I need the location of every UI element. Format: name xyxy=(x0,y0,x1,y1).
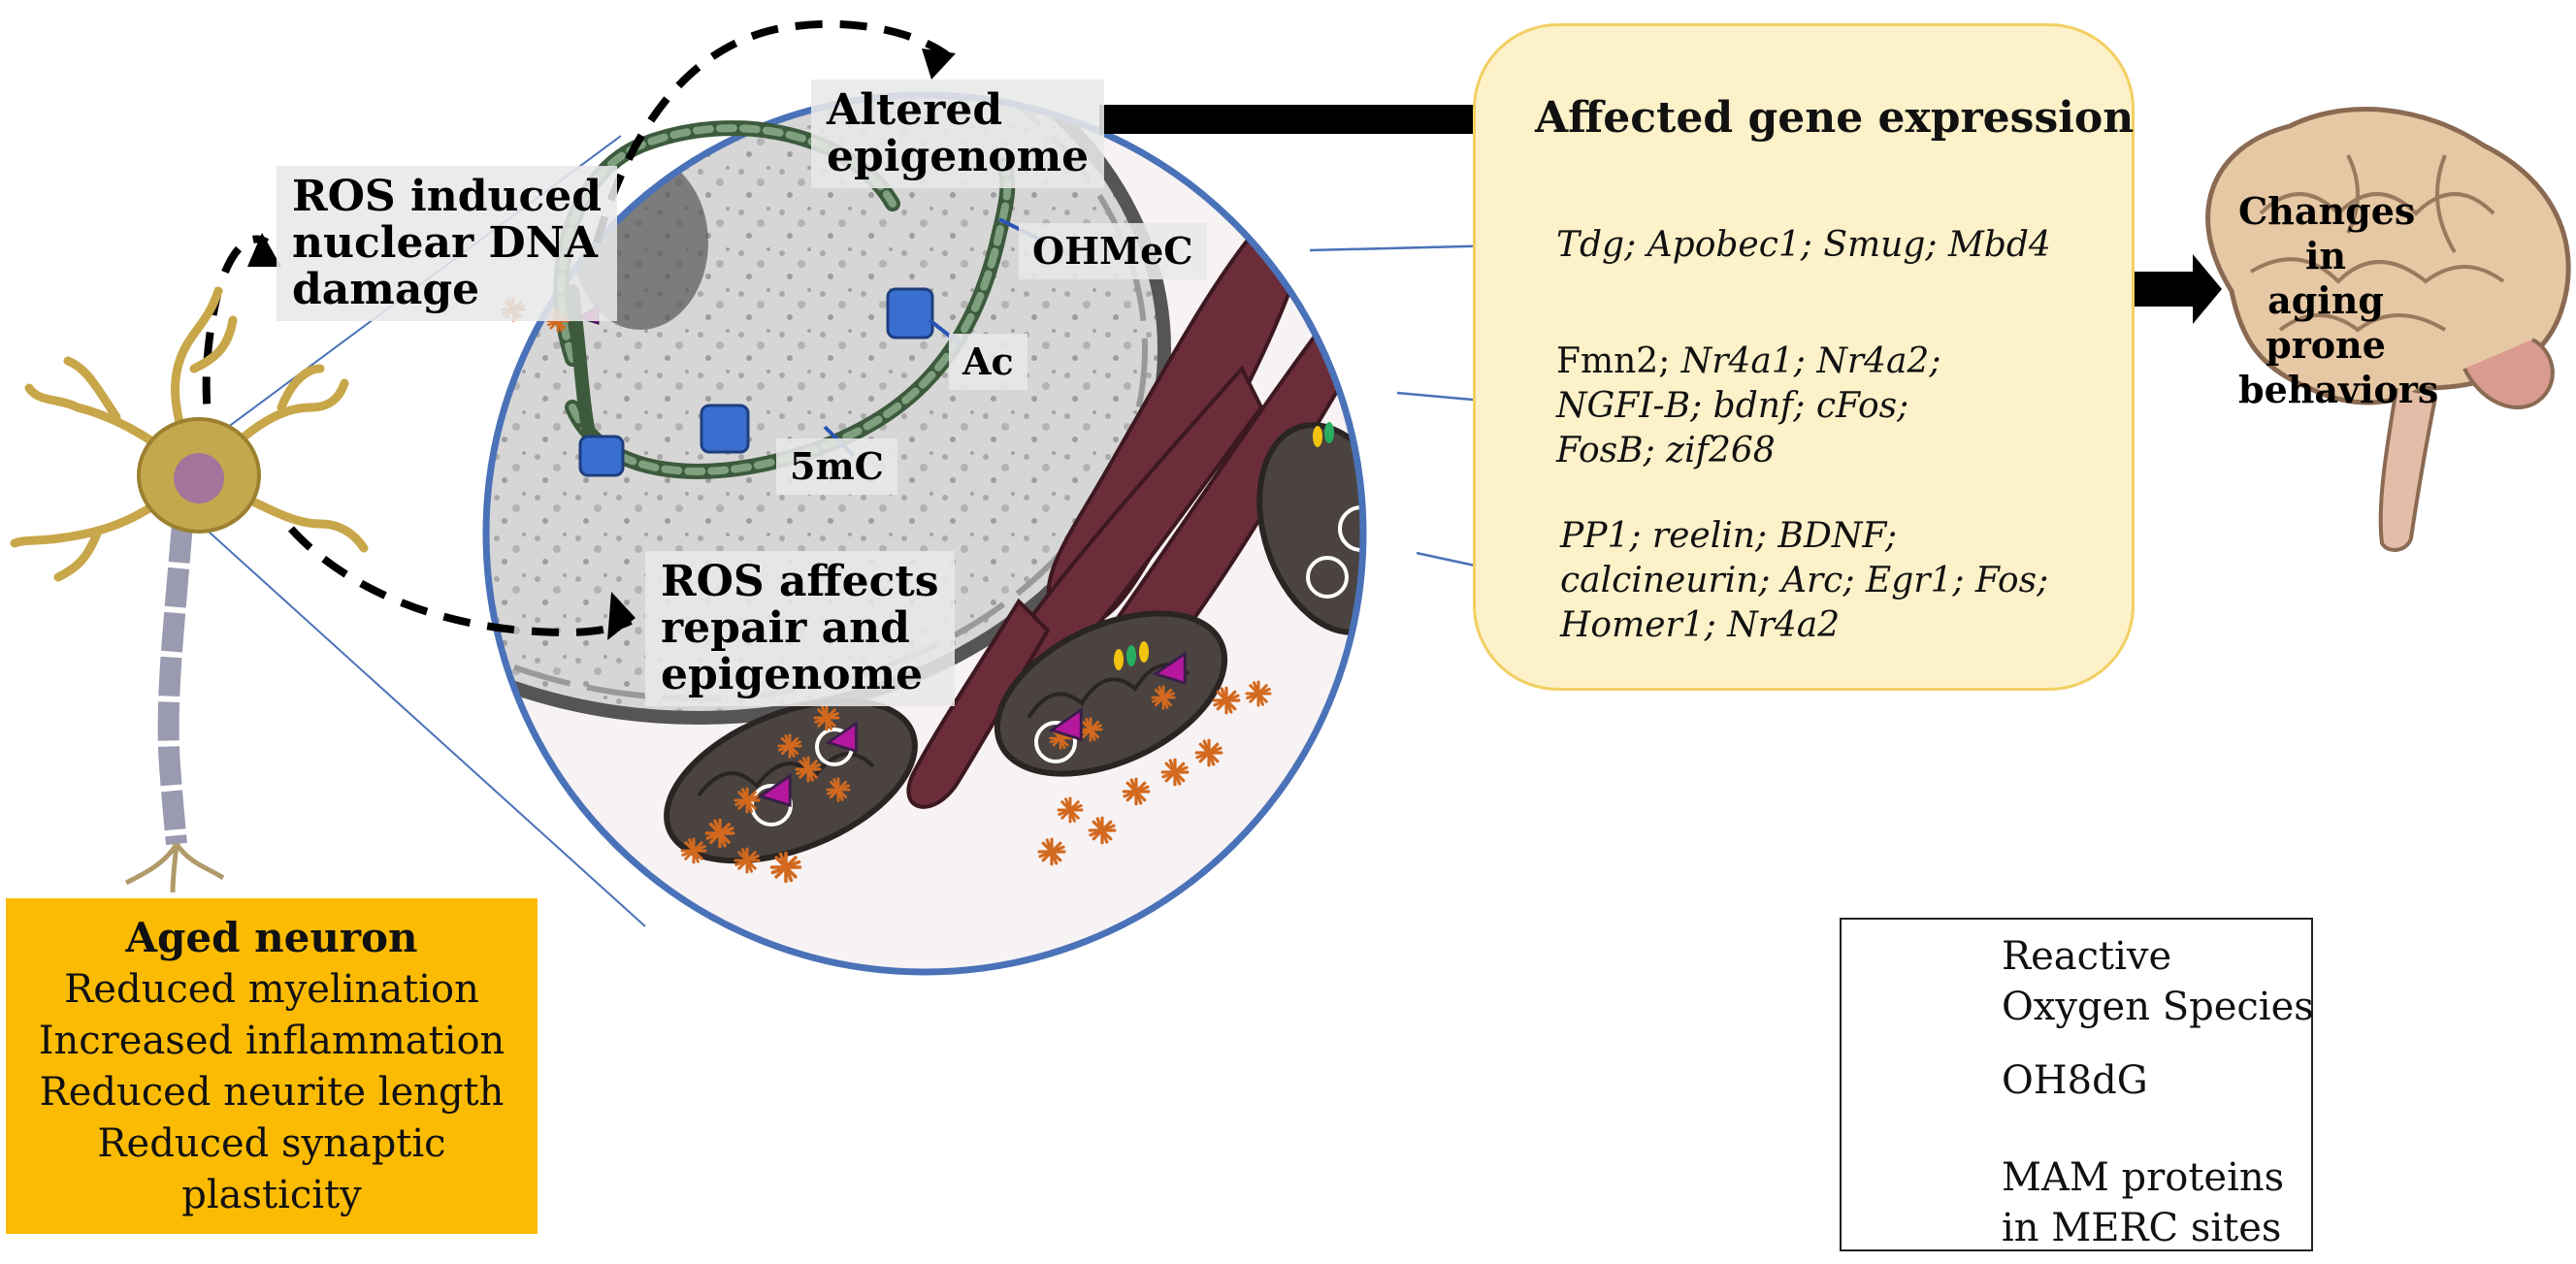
legend-mam-label: MAM proteins in MERC sites xyxy=(2002,1155,2285,1250)
label-5mc: 5mC xyxy=(776,438,897,495)
label-ohmec: OHMeC xyxy=(1019,223,1207,279)
brain-caption: Changes in aging prone behaviors xyxy=(2238,189,2439,411)
histones xyxy=(578,287,934,477)
gene-expression-title: Affected gene expression xyxy=(1535,93,2135,143)
gene-group-2: Fmn2; Nr4a1; Nr4a2; NGFI-B; bdnf; cFos; … xyxy=(1556,341,1941,470)
aged-neuron-item: Reduced synaptic xyxy=(97,1121,446,1166)
aged-neuron-title: Aged neuron xyxy=(125,914,418,961)
aged-neuron-item: Reduced neurite length xyxy=(39,1070,505,1115)
aged-neuron-item: plasticity xyxy=(181,1173,362,1217)
label-ros-affects-repair: ROS affects repair and epigenome xyxy=(645,551,955,706)
aged-neuron-item: Increased inflammation xyxy=(38,1019,505,1063)
gene-group-1: Tdg; Apobec1; Smug; Mbd4 xyxy=(1556,225,2051,265)
label-ac: Ac xyxy=(949,334,1027,390)
legend-box xyxy=(1840,918,2313,1251)
arrow-to-gene-expression xyxy=(1099,87,1521,152)
dashed-cycle-arrows xyxy=(202,19,954,636)
gene-group-3: PP1; reelin; BDNF; calcineurin; Arc; Egr… xyxy=(1560,516,2049,645)
legend-ros-label: Reactive Oxygen Species xyxy=(2002,934,2314,1029)
gene-expression-box xyxy=(1473,23,2135,691)
mam-proteins-merc xyxy=(1114,422,1334,670)
dashed-arrow-head-1 xyxy=(247,233,281,267)
aged-neuron-box: Aged neuron Reduced myelination Increase… xyxy=(6,898,538,1234)
aged-neuron-illustration xyxy=(10,286,369,893)
label-altered-epigenome: Altered epigenome xyxy=(811,80,1105,188)
legend-oh8dg-label: OH8dG xyxy=(2002,1058,2148,1103)
label-ros-nuclear-damage: ROS induced nuclear DNA damage xyxy=(277,166,617,321)
zoom-line-bottom xyxy=(208,531,646,927)
aged-neuron-item: Reduced myelination xyxy=(64,967,479,1012)
dashed-arrow-head-3 xyxy=(607,592,636,640)
brain-illustration xyxy=(2205,107,2571,552)
dashed-arrow-head-2 xyxy=(922,49,956,80)
